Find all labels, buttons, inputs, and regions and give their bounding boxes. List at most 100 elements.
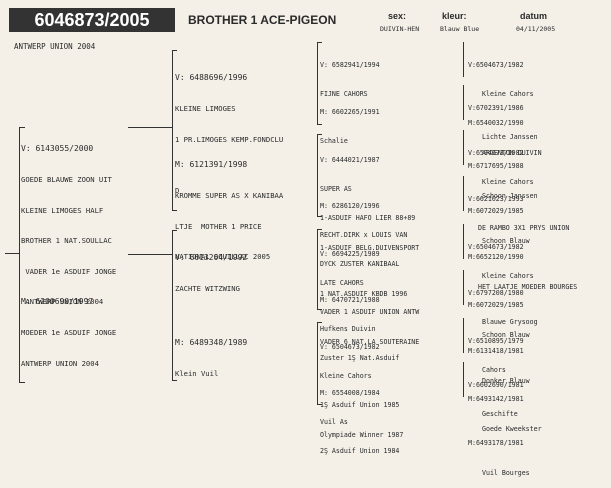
g4-ring: V:6621023/1993 (468, 194, 524, 203)
g3-line: Hufkens Duivin (320, 324, 376, 333)
g4-name: Kleine Cahors (482, 271, 534, 280)
g4-name: Kleine Cahors (482, 177, 534, 186)
g4-ring: M:6493178/1981 (468, 439, 524, 448)
ss-line: 1 PR.LIMOGES KEMP.FONDCLU (175, 134, 284, 144)
gen3-block: M: 6286120/1996 RECHT.DIRK x LOUIS VAN D… (320, 182, 407, 309)
sire-dam-block: M: 6121391/1998 KROMME SUPER AS X KANIBA… (175, 140, 283, 273)
sire-sire-block: V: 6488696/1996 KLEINE LIMOGES 1 PR.LIMO… (175, 53, 283, 206)
ss-line: D (175, 185, 180, 195)
g3-line: Zuster 1Ş Nat.Asduif (320, 354, 400, 363)
g3-line: RECHT.DIRK x LOUIS VAN (320, 230, 408, 239)
g3-ring: V: 6444021/1987 (320, 155, 380, 164)
sire-ring: V: 6143055/2000 (21, 144, 94, 154)
gen3-block: M: 6554008/1984 Vuil As 2Ş Asduif Union … (320, 369, 399, 467)
g4-ring: M:6717695/1988 (468, 162, 524, 171)
g3-ring: V: 6694225/1989 (320, 249, 380, 258)
g4-name: Blauwe Grysoog (482, 317, 538, 326)
g3-ring: M: 6554008/1984 (320, 388, 380, 397)
g3-line: 1-ASDUIF HAFO LIER 88+89 (320, 214, 416, 223)
g3-line: 1 NAT.ASDUIF KBDB 1996 (320, 289, 408, 298)
g4-name: HET LAATJE MOEDER BOURGES (478, 282, 578, 291)
g4-ring: V:6504673/1982 (468, 242, 524, 251)
g3-line: 1-ASDUIF BELG.DUIVENSPORT (320, 243, 420, 252)
g4-name: Schoon Janssen (482, 191, 538, 200)
sd-line: KROMME SUPER AS X KANIBAA (175, 191, 284, 201)
sire-line: ANTWERP UNION 2004 (21, 297, 104, 307)
gen4-block: V:6504673/1982 Kleine Cahors M:6072029/1… (468, 223, 534, 350)
sire-line: BROTHER 1 NAT.SOULLAC (21, 236, 112, 246)
g3-line: FIJNE CAHORS (320, 89, 368, 98)
g4-ring: V:6702391/1986 (468, 103, 524, 112)
g4-name: Cahors (482, 365, 506, 374)
g4-name: Schoon Blauw (482, 330, 530, 339)
sex-value: DUIVIN-HEN (380, 25, 420, 33)
sire-block: V: 6143055/2000 GOEDE BLAUWE ZOON UIT KL… (21, 124, 116, 318)
g3-ring: M: 6602265/1991 (320, 107, 380, 116)
gen3-block: V: 6444021/1987 SUPER AS 1-ASDUIF HAFO L… (320, 136, 419, 263)
g4-name: Vuil Bourges (482, 468, 530, 477)
club-subtitle: ANTWERP UNION 2004 (14, 42, 96, 51)
g4-ring: M:6540032/1990 (468, 119, 524, 128)
sd-ring: M: 6121391/1998 (175, 160, 248, 170)
g3-ring: V: 6582941/1994 (320, 60, 380, 69)
dd-line: Klein Vuil (175, 369, 219, 379)
gen4-block: V:6621023/1993 DE RAMBO 3X1 PRYS UNION M… (468, 175, 577, 302)
g4-name: Geschifte (482, 409, 518, 418)
g4-ring: V:6504673/1982 (468, 148, 524, 157)
dam-dam-block: M: 6489348/1989 Klein Vuil (175, 318, 247, 389)
dam-line: MOEDER 1e ASDUIF JONGE (21, 328, 117, 338)
gen3-block: V: 6582941/1994 FIJNE CAHORS (320, 41, 380, 110)
ss-ring: V: 6488696/1996 (175, 73, 248, 83)
gen4-block: V:6504673/1982 Kleine Cahors M:6072029/1… (468, 129, 534, 256)
sex-label: sex: (388, 11, 407, 21)
color-value: Blauw Blue (440, 25, 480, 33)
g4-name: DE RAMBO 3X1 PRYS UNION (478, 223, 570, 232)
gen4-block: V:6504673/1982 Kleine Cahors M:6540032/1… (468, 41, 542, 168)
pedigree-page: { "header": { "ring": "6046873/2005", "n… (5, 8, 578, 477)
gen4-block: V:6702391/1986 Lichte Janssen M:6717695/… (468, 84, 538, 211)
g4-name: Schoon Blauw (482, 236, 530, 245)
color-label: kleur: (442, 11, 467, 21)
g3-line: SUPER AS (320, 184, 352, 193)
g3-ring: M: 6286120/1996 (320, 201, 380, 210)
ds-line: ZACHTE WITZWING (175, 284, 240, 294)
g4-ring: V:6602690/1981 (468, 380, 524, 389)
g4-name: Lichte Janssen (482, 132, 538, 141)
g3-line: VADER 6 NAT.LA SOUTERAINE (320, 337, 420, 346)
g4-name: Kleine Cahors (482, 89, 534, 98)
g4-ring: V:6510895/1979 (468, 336, 524, 345)
gen3-block: M: 6602265/1991 Schalie (320, 88, 380, 157)
g3-line: Vuil As (320, 417, 348, 426)
gen4-block: V:6797208/1980 Blauwe Grysoog M:6131418/… (468, 269, 538, 396)
gen4-block: V:6602690/1981 Geschifte M:6493178/1981 … (468, 361, 530, 488)
ss-line: KLEINE LIMOGES (175, 104, 236, 114)
sd-line: LTJE MOTHER 1 PRICE (175, 221, 262, 231)
g4-name: Donker Blauw (482, 376, 530, 385)
sire-line: GOEDE BLAUWE ZOON UIT (21, 175, 112, 185)
g4-name: ARGENTON DUIVIN (482, 148, 542, 157)
dam-sire-block: V: 6613204/1992 ZACHTE WITZWING (175, 233, 247, 304)
g4-ring: M:6493142/1981 (468, 395, 524, 404)
g3-line: Kleine Cahors (320, 371, 372, 380)
g4-ring: M:6072029/1985 (468, 301, 524, 310)
sire-line: KLEINE LIMOGES HALF (21, 205, 104, 215)
sd-line: NATIONAL SOUILLAC 2005 (175, 252, 271, 262)
g3-line: VADER 1 ASDUIF UNION ANTW (320, 308, 420, 317)
pigeon-name: BROTHER 1 ACE-PIGEON (188, 13, 337, 27)
g3-line: 2Ş Asduif Union 1984 (320, 447, 400, 456)
g3-line: Schalie (320, 136, 348, 145)
dam-block: M: 6200690/1997 MOEDER 1e ASDUIF JONGE A… (21, 277, 116, 379)
g3-line: 1Ş Asduif Union 1985 (320, 401, 400, 410)
g3-line: LATE CAHORS (320, 278, 364, 287)
date-label: datum (520, 11, 547, 21)
g3-ring: M: 6470721/1988 (320, 295, 380, 304)
gen3-block: V: 6694225/1989 LATE CAHORS VADER 1 ASDU… (320, 230, 419, 357)
sire-line: VADER 1e ASDUIF JONGE (21, 266, 117, 276)
g4-ring: M:6652120/1990 (468, 253, 524, 262)
date-value: 04/11/2005 (516, 25, 556, 33)
dam-line: ANTWERP UNION 2004 (21, 358, 99, 368)
g3-ring: V: 6504673/1982 (320, 342, 380, 351)
g3-line: DYCK ZUSTER KANIBAAL (320, 260, 400, 269)
ring-number: 6046873/2005 (9, 8, 175, 32)
g4-ring: M:6131418/1981 (468, 347, 524, 356)
